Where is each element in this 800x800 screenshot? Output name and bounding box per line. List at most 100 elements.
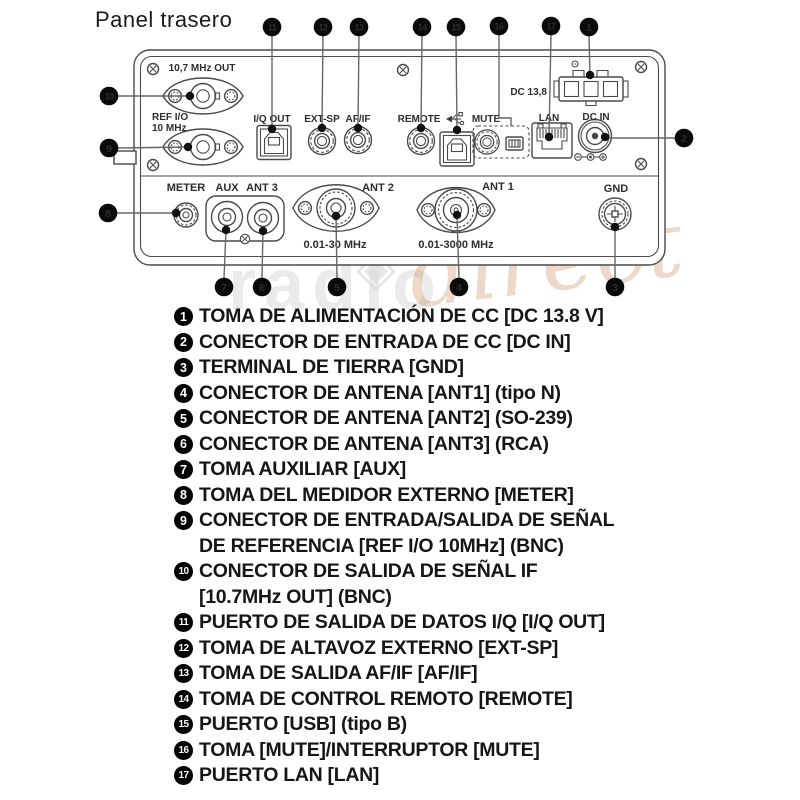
label-ant2: ANT 2 — [362, 182, 394, 194]
legend-num-15: 15 — [174, 715, 193, 735]
legend-item-6: 6 CONECTOR DE ANTENA [ANT3] (RCA) — [174, 432, 654, 458]
label-remote: REMOTE — [398, 114, 441, 125]
rear-panel-diagram: 10,7 MHz OUT REF I/O 10 MHz I/Q OUT EXT-… — [98, 16, 694, 297]
legend-num-7: 7 — [174, 460, 193, 480]
usb-type-b-connector — [439, 131, 475, 167]
callout-leader-lines — [117, 34, 675, 279]
legend-num-13: 13 — [174, 664, 193, 684]
legend-num-2: 2 — [174, 332, 193, 352]
callout-8: 8 — [105, 208, 111, 220]
label-ant3: ANT 3 — [246, 182, 278, 194]
legend-num-3: 3 — [174, 358, 193, 378]
legend-text-13: TOMA DE SALIDA AF/IF [AF/IF] — [199, 662, 478, 685]
label-meter: METER — [167, 182, 206, 194]
legend-text-15: PUERTO [USB] (tipo B) — [199, 713, 407, 736]
label-ant1: ANT 1 — [482, 181, 514, 193]
dc-polarity-icon — [574, 153, 607, 161]
callout-3: 3 — [612, 282, 618, 294]
dc-in-jack — [577, 118, 613, 154]
legend-text-10: CONECTOR DE SALIDA DE SEÑAL IF — [199, 560, 538, 583]
label-aux: AUX — [215, 182, 239, 194]
legend-num-6: 6 — [174, 434, 193, 454]
callout-1: 1 — [586, 22, 592, 34]
legend-num-9: 9 — [174, 511, 193, 531]
legend-item-9-cont: DE REFERENCIA [REF I/O 10MHz] (BNC) — [174, 534, 654, 560]
legend-text-14: TOMA DE CONTROL REMOTO [REMOTE] — [199, 687, 573, 710]
legend-num-17: 17 — [174, 766, 193, 786]
side-mount-tab — [113, 150, 137, 165]
legend-num-11: 11 — [174, 613, 193, 633]
legend-text-4: CONECTOR DE ANTENA [ANT1] (tipo N) — [199, 381, 561, 404]
callout-5: 5 — [334, 282, 340, 294]
legend-num-12: 12 — [174, 638, 193, 658]
label-dc-in: DC IN — [582, 112, 609, 123]
legend-item-4: 4 CONECTOR DE ANTENA [ANT1] (tipo N) — [174, 381, 654, 407]
legend-item-10-cont: [10.7MHz OUT] (BNC) — [174, 585, 654, 611]
legend-num-16: 16 — [174, 740, 193, 760]
callout-13: 13 — [355, 23, 364, 33]
legend-item-15: 15 PUERTO [USB] (tipo B) — [174, 712, 654, 738]
mute-switch — [505, 136, 524, 151]
page-title: Panel trasero — [95, 7, 233, 32]
callout-7: 7 — [221, 282, 227, 294]
legend-item-11: 11 PUERTO DE SALIDA DE DATOS I/Q [I/Q OUT… — [174, 610, 654, 636]
label-ref-io-line1: REF I/O — [152, 112, 188, 123]
label-ant1-range: 0.01-3000 MHz — [418, 239, 494, 251]
callout-end-dots — [171, 70, 620, 236]
callout-4: 4 — [456, 282, 462, 294]
legend-item-7: 7 TOMA AUXILIAR [AUX] — [174, 457, 654, 483]
callout-10: 10 — [105, 92, 114, 102]
label-10-7mhz-out: 10,7 MHz OUT — [169, 63, 236, 74]
legend-item-12: 12 TOMA DE ALTAVOZ EXTERNO [EXT-SP] — [174, 636, 654, 662]
legend-text-5: CONECTOR DE ANTENA [ANT2] (SO-239) — [199, 407, 573, 430]
legend-item-17: 17 PUERTO LAN [LAN] — [174, 763, 654, 789]
callout-9: 9 — [106, 143, 112, 155]
legend-text-8: TOMA DEL MEDIDOR EXTERNO [METER] — [199, 483, 574, 506]
legend-num-1: 1 — [174, 307, 193, 327]
legend-text-9: CONECTOR DE ENTRADA/SALIDA DE SEÑAL — [199, 509, 615, 532]
legend-text-9b: DE REFERENCIA [REF I/O 10MHz] (BNC) — [199, 534, 564, 557]
legend-num-8: 8 — [174, 485, 193, 505]
legend-item-5: 5 CONECTOR DE ANTENA [ANT2] (SO-239) — [174, 406, 654, 432]
aux-box-screw — [239, 233, 251, 245]
label-ref-io-line2: 10 MHz — [152, 123, 186, 134]
legend-item-9: 9 CONECTOR DE ENTRADA/SALIDA DE SEÑAL — [174, 508, 654, 534]
legend-text-3: TERMINAL DE TIERRA [GND] — [199, 356, 464, 379]
legend-item-3: 3 TERMINAL DE TIERRA [GND] — [174, 355, 654, 381]
bnc-ref-io-connector — [162, 128, 244, 166]
callout-14: 14 — [418, 23, 427, 33]
ant1-connector — [416, 186, 496, 234]
mute-jack — [474, 129, 500, 155]
callout-16: 16 — [495, 22, 504, 32]
legend-item-13: 13 TOMA DE SALIDA AF/IF [AF/IF] — [174, 661, 654, 687]
ant2-connector — [292, 184, 380, 232]
legend-text-12: TOMA DE ALTAVOZ EXTERNO [EXT-SP] — [199, 636, 559, 659]
legend-text-10b: [10.7MHz OUT] (BNC) — [199, 585, 392, 608]
legend-text-2: CONECTOR DE ENTRADA DE CC [DC IN] — [199, 330, 571, 353]
callout-badges: 1 2 3 4 5 6 7 8 9 10 11 12 13 14 15 16 1… — [98, 16, 694, 297]
legend-num-4: 4 — [174, 383, 193, 403]
lan-port — [531, 122, 573, 159]
callout-6: 6 — [259, 282, 265, 294]
legend-text-11: PUERTO DE SALIDA DE DATOS I/Q [I/Q OUT] — [199, 611, 605, 634]
label-mute: MUTE — [472, 114, 501, 125]
legend-text-17: PUERTO LAN [LAN] — [199, 764, 380, 787]
label-dc-13-8: DC 13,8 — [510, 87, 547, 98]
legend-item-14: 14 TOMA DE CONTROL REMOTO [REMOTE] — [174, 687, 654, 713]
label-ant2-range: 0.01-30 MHz — [304, 239, 367, 251]
callout-15: 15 — [452, 23, 461, 33]
legend-item-2: 2 CONECTOR DE ENTRADA DE CC [DC IN] — [174, 330, 654, 356]
callout-17: 17 — [547, 22, 556, 32]
legend-num-14: 14 — [174, 689, 193, 709]
callout-2: 2 — [681, 133, 687, 145]
legend-num-5: 5 — [174, 409, 193, 429]
legend-text-7: TOMA AUXILIAR [AUX] — [199, 458, 406, 481]
callout-12: 12 — [319, 23, 328, 33]
legend-text-6: CONECTOR DE ANTENA [ANT3] (RCA) — [199, 432, 549, 455]
legend-text-16: TOMA [MUTE]/INTERRUPTOR [MUTE] — [199, 738, 540, 761]
mute-dashed-box — [472, 125, 530, 159]
legend-item-16: 16 TOMA [MUTE]/INTERRUPTOR [MUTE] — [174, 738, 654, 764]
